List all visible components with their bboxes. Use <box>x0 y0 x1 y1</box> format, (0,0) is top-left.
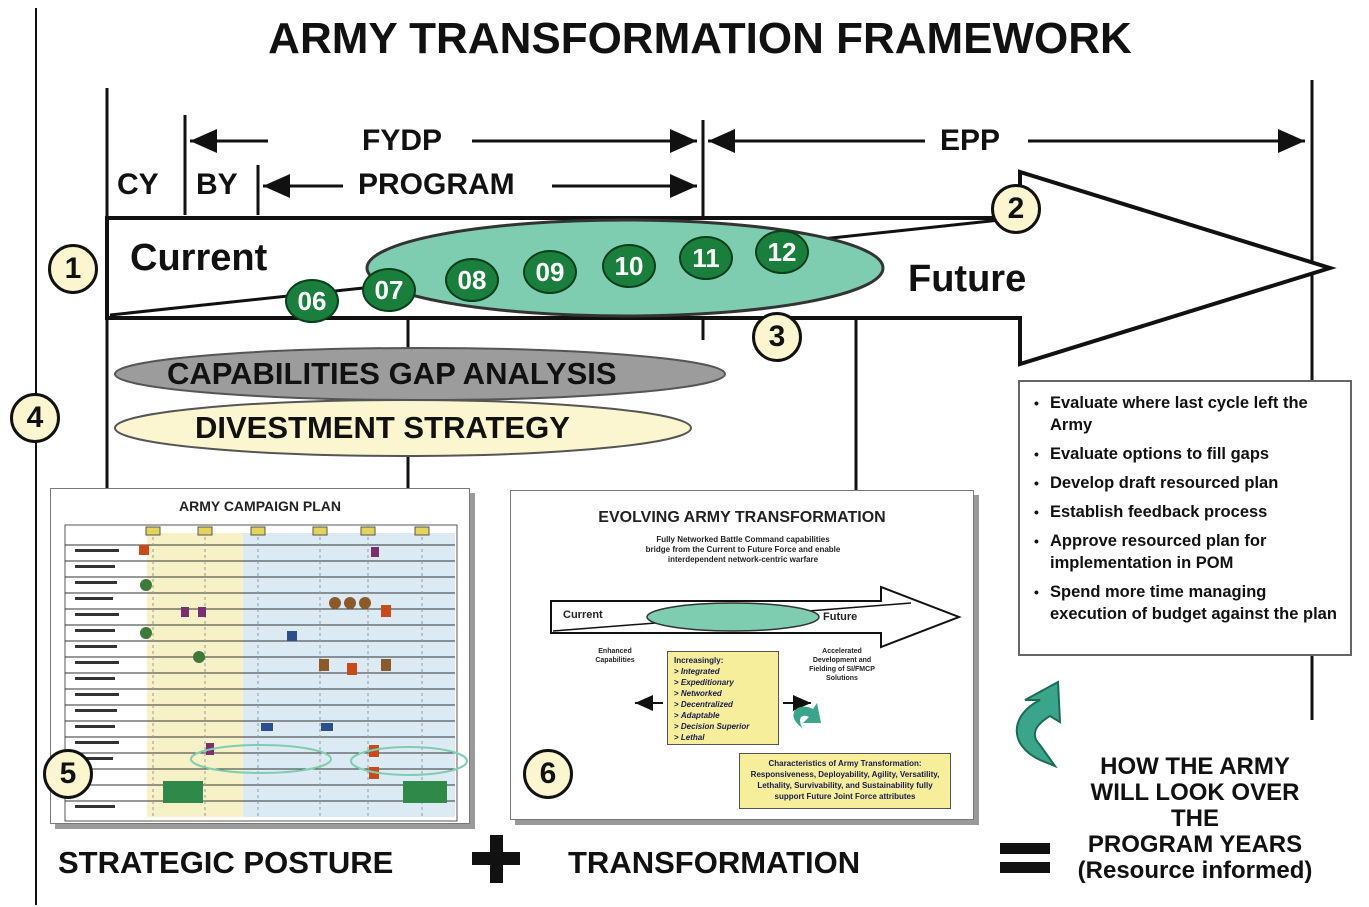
increasingly-box: Increasingly: > Integrated > Expeditiona… <box>667 651 779 745</box>
bullet-item: Develop draft resourced plan <box>1030 472 1342 494</box>
evolving-transformation-panel: EVOLVING ARMY TRANSFORMATION Fully Netwo… <box>510 490 974 820</box>
plus-sign-v <box>490 835 503 883</box>
year-06: 06 <box>285 279 339 323</box>
increasingly-item: > Decentralized <box>674 700 733 709</box>
program-label: PROGRAM <box>358 168 515 201</box>
marker-5: 5 <box>43 749 93 799</box>
evolving-left-label: Enhanced Capabilities <box>595 648 635 664</box>
marker-6: 6 <box>523 749 573 799</box>
increasingly-item: > Expeditionary <box>674 678 734 687</box>
fydp-label: FYDP <box>362 124 443 157</box>
future-label: Future <box>908 258 1027 300</box>
by-label: BY <box>196 168 238 201</box>
transformation-label: TRANSFORMATION <box>568 845 861 880</box>
year-08: 08 <box>445 258 499 302</box>
increasingly-item: > Adaptable <box>674 711 720 720</box>
cycle-bullets-box: Evaluate where last cycle left the Army … <box>1018 380 1352 656</box>
bullet-item: Evaluate where last cycle left the Army <box>1030 392 1342 436</box>
bullet-item: Establish feedback process <box>1030 501 1342 523</box>
equals-sign-top <box>1000 843 1050 854</box>
evolving-future: Future <box>823 611 858 623</box>
campaign-plan-chart <box>64 524 468 822</box>
marker-2: 2 <box>991 184 1041 234</box>
evolving-current: Current <box>563 609 603 621</box>
year-12: 12 <box>755 230 809 274</box>
page-title: ARMY TRANSFORMATION FRAMEWORK <box>268 14 1132 63</box>
cy-label: CY <box>117 168 159 201</box>
result-text: HOW THE ARMY WILL LOOK OVER THE PROGRAM … <box>1050 754 1340 884</box>
bullet-item: Evaluate options to fill gaps <box>1030 443 1342 465</box>
strategic-posture-label: STRATEGIC POSTURE <box>58 845 394 880</box>
curved-arrow-icon <box>1015 680 1062 769</box>
evolving-right-label: Accelerated Development and Fielding of … <box>809 648 875 682</box>
increasingly-item: > Networked <box>674 689 722 698</box>
evolving-intro: Fully Networked Battle Command capabilit… <box>645 535 841 564</box>
result-line: (Resource informed) <box>1077 857 1313 884</box>
increasingly-item: > Decision Superior <box>674 722 750 731</box>
increasingly-item: > Integrated <box>674 667 720 676</box>
campaign-plan-title: ARMY CAMPAIGN PLAN <box>178 498 342 514</box>
equals-sign-bottom <box>1000 862 1050 873</box>
capabilities-gap-label: CAPABILITIES GAP ANALYSIS <box>167 356 617 391</box>
current-label: Current <box>130 237 268 279</box>
epp-label: EPP <box>940 124 1001 157</box>
evolving-title: EVOLVING ARMY TRANSFORMATION <box>598 509 886 526</box>
result-line: WILL LOOK OVER <box>1090 779 1300 806</box>
result-line: PROGRAM YEARS <box>1087 831 1303 858</box>
marker-4: 4 <box>10 393 60 443</box>
divestment-ellipse <box>114 399 692 457</box>
bullet-item: Approve resourced plan for implementatio… <box>1030 530 1342 574</box>
year-10: 10 <box>602 244 656 288</box>
army-campaign-plan-panel: ARMY CAMPAIGN PLAN <box>43 488 470 824</box>
marker-3: 3 <box>752 312 802 362</box>
result-line: HOW THE ARMY <box>1100 753 1290 780</box>
year-07: 07 <box>362 268 416 312</box>
result-line: THE <box>1171 805 1219 832</box>
divestment-label: DIVESTMENT STRATEGY <box>195 410 570 445</box>
increasingly-item: > Lethal <box>674 733 705 742</box>
evolving-arrow-graphic <box>550 585 962 729</box>
increasingly-heading: Increasingly: <box>674 656 724 665</box>
year-09: 09 <box>523 250 577 294</box>
year-11: 11 <box>679 236 733 280</box>
characteristics-box: Characteristics of Army Transformation: … <box>739 753 951 809</box>
bullet-item: Spend more time managing execution of bu… <box>1030 581 1342 625</box>
marker-1: 1 <box>48 244 98 294</box>
